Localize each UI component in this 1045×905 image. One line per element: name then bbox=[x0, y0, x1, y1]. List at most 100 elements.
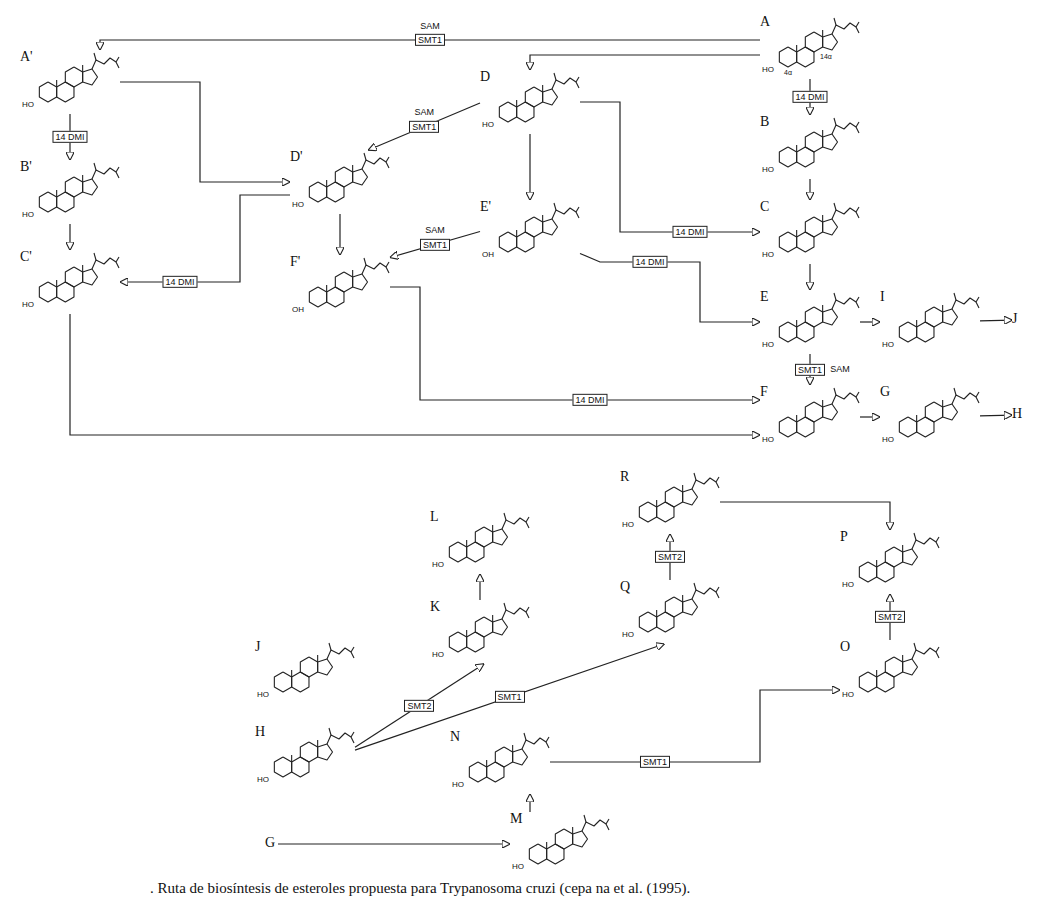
enzyme-label: SMT1 bbox=[795, 363, 825, 375]
bond-line bbox=[914, 533, 916, 540]
compound-letter: O bbox=[840, 639, 850, 654]
bond-line bbox=[351, 737, 354, 743]
reaction-arrow bbox=[809, 179, 810, 200]
bond-line bbox=[94, 253, 96, 260]
hydroxyl-label: HO bbox=[762, 251, 774, 260]
bond-line bbox=[353, 274, 368, 290]
sterol-structure bbox=[20, 250, 120, 314]
bond-line bbox=[796, 230, 797, 237]
compound-letter: B' bbox=[20, 159, 32, 174]
bond-line bbox=[796, 415, 797, 422]
sterol-node: AHO14α4α bbox=[760, 15, 860, 79]
hydroxyl-label: HO bbox=[22, 301, 34, 310]
bond-line bbox=[716, 592, 719, 598]
reaction-arrow bbox=[479, 574, 480, 600]
bond-line bbox=[386, 262, 389, 267]
hydroxyl-label: HO bbox=[257, 691, 269, 700]
sterol-node: MHO bbox=[510, 812, 610, 876]
hydroxyl-label: OH bbox=[482, 251, 494, 260]
sterol-structure bbox=[290, 150, 390, 214]
bond-line bbox=[542, 215, 543, 222]
reaction-arrow bbox=[69, 224, 70, 250]
bond-line bbox=[525, 87, 542, 107]
bond-line bbox=[351, 652, 354, 658]
compound-letter: L bbox=[430, 509, 439, 524]
bond-line bbox=[576, 212, 579, 218]
hydroxyl-label: HO bbox=[622, 631, 634, 640]
bond-line bbox=[39, 192, 56, 212]
compound-letter: A' bbox=[20, 49, 33, 64]
bond-line bbox=[513, 749, 528, 765]
sterol-structure bbox=[480, 200, 580, 264]
bond-line bbox=[543, 219, 558, 235]
bond-line bbox=[469, 762, 486, 782]
bond-line bbox=[572, 827, 573, 834]
hydroxyl-label: HO bbox=[292, 201, 304, 210]
bond-line bbox=[665, 597, 682, 617]
sterol-node: L HO bbox=[430, 510, 530, 574]
enzyme-label: 14 DMI bbox=[572, 394, 607, 406]
bond-line bbox=[526, 522, 529, 528]
bond-line bbox=[526, 607, 529, 612]
bond-line bbox=[779, 417, 796, 437]
sterol-structure bbox=[760, 385, 860, 449]
compound-letter: F' bbox=[290, 254, 300, 269]
bond-line bbox=[576, 207, 579, 212]
reaction-arrow bbox=[550, 690, 840, 762]
bond-line bbox=[779, 322, 796, 342]
bond-line bbox=[856, 207, 859, 212]
bond-line bbox=[542, 85, 543, 92]
hydroxyl-label: HO bbox=[762, 166, 774, 175]
bond-line bbox=[56, 190, 57, 197]
bond-line bbox=[475, 527, 492, 547]
position-label: 14α bbox=[820, 53, 832, 61]
hydroxyl-label: HO bbox=[22, 211, 34, 220]
bond-line bbox=[954, 293, 956, 300]
bond-line bbox=[856, 302, 859, 308]
bond-line bbox=[936, 542, 939, 548]
bond-line bbox=[914, 643, 916, 650]
bond-line bbox=[449, 632, 466, 652]
bond-line bbox=[116, 257, 119, 262]
sterol-node: CHO bbox=[760, 200, 860, 264]
reaction-arrow bbox=[809, 264, 810, 290]
bond-line bbox=[82, 265, 83, 272]
bond-line bbox=[525, 217, 542, 237]
bond-line bbox=[504, 513, 506, 520]
bond-line bbox=[466, 540, 467, 547]
bond-line bbox=[329, 728, 331, 735]
reaction-arrow bbox=[889, 594, 890, 640]
bond-line bbox=[916, 415, 917, 422]
enzyme-label: 14 DMI bbox=[162, 276, 197, 288]
bond-line bbox=[274, 757, 291, 777]
sterol-structure bbox=[20, 50, 120, 114]
bond-line bbox=[885, 657, 902, 677]
bond-line bbox=[291, 670, 292, 677]
bond-line bbox=[116, 172, 119, 178]
sterol-node: NHO bbox=[450, 730, 550, 794]
bond-line bbox=[899, 417, 916, 437]
bond-line bbox=[899, 322, 916, 342]
bond-line bbox=[856, 27, 859, 33]
bond-line bbox=[554, 203, 556, 210]
bond-line bbox=[309, 287, 326, 307]
bond-line bbox=[573, 831, 588, 847]
bond-line bbox=[274, 672, 291, 692]
figure-caption: . Ruta de biosíntesis de esteroles propu… bbox=[150, 880, 690, 897]
bond-line bbox=[495, 747, 512, 767]
bond-line bbox=[116, 262, 119, 268]
bond-line bbox=[291, 755, 292, 762]
hydroxyl-label: HO bbox=[432, 651, 444, 660]
bond-line bbox=[796, 320, 797, 327]
bond-line bbox=[39, 282, 56, 302]
bond-line bbox=[546, 742, 549, 748]
hydroxyl-label: HO bbox=[842, 691, 854, 700]
reaction-arrow bbox=[120, 195, 290, 282]
bond-line bbox=[352, 270, 353, 277]
hydroxyl-label: HO bbox=[432, 561, 444, 570]
bond-line bbox=[318, 659, 333, 675]
bond-line bbox=[364, 153, 366, 160]
sterol-node: RHO bbox=[620, 470, 720, 534]
bond-line bbox=[936, 647, 939, 652]
